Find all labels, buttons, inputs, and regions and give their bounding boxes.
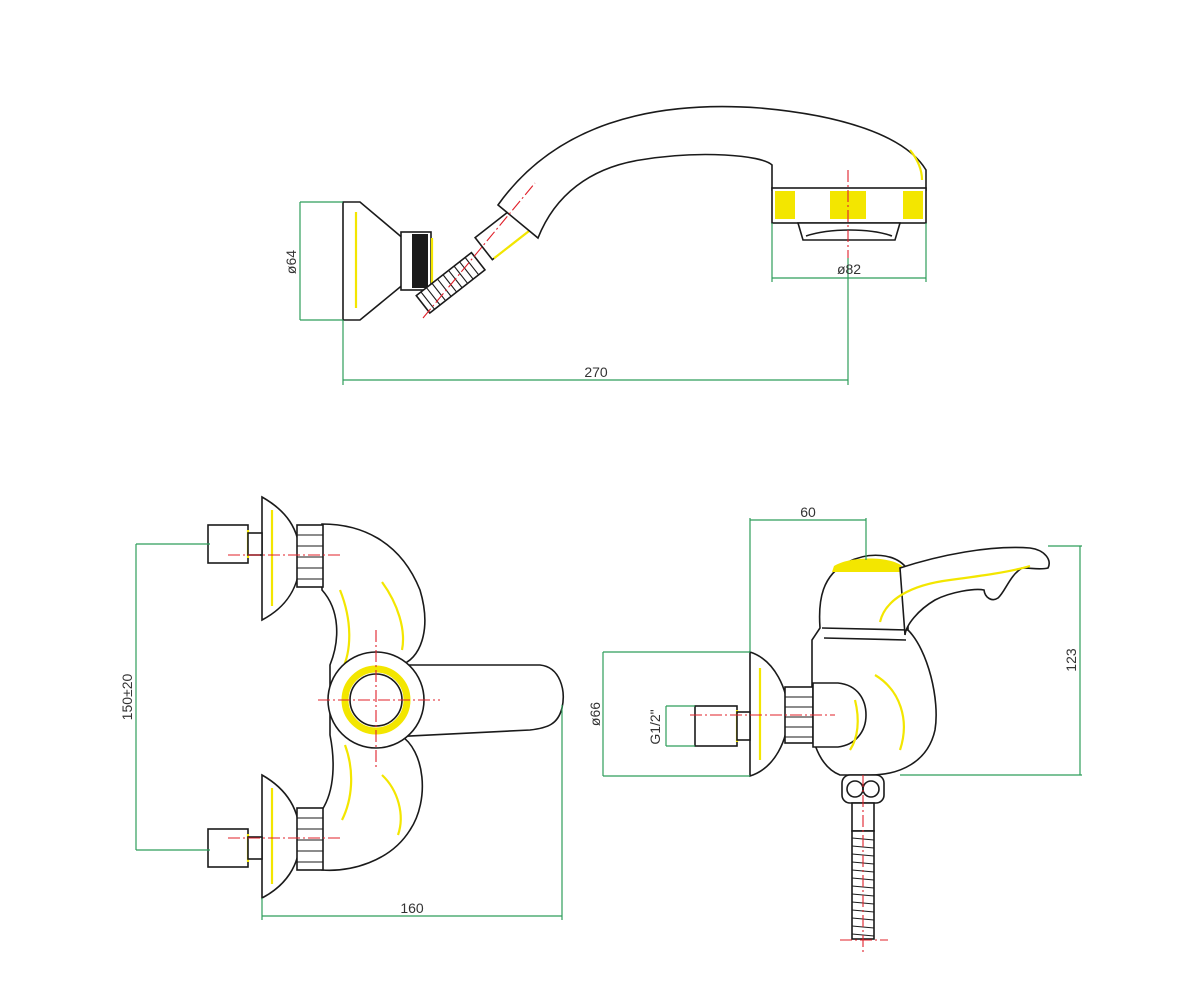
lower-nut xyxy=(296,807,324,871)
holder-centerline xyxy=(422,182,536,319)
label-inlet-spacing: 150±20 xyxy=(119,673,135,720)
dim-line-holder xyxy=(299,201,343,321)
mixer-side-view: 60 123 ø66 G1/2" xyxy=(587,504,1082,955)
label-mixer-height: 123 xyxy=(1063,648,1079,672)
hose-spring xyxy=(415,251,487,315)
label-lever-offset: 60 xyxy=(800,504,816,520)
side-inlet xyxy=(694,705,738,747)
shower-face xyxy=(796,222,902,241)
side-lever xyxy=(899,546,1050,636)
upper-escutcheon xyxy=(261,495,301,622)
label-head-diameter: ø82 xyxy=(837,261,861,277)
wall-holder xyxy=(342,201,406,321)
lower-escutcheon xyxy=(261,773,301,900)
dim-line-escutcheon xyxy=(602,651,750,777)
dim-line-head xyxy=(771,223,927,282)
dim-line-lever-offset xyxy=(749,518,867,652)
dim-line-inlet-spacing xyxy=(135,543,210,851)
label-length: 270 xyxy=(584,364,608,380)
side-nut xyxy=(784,686,814,744)
shower-handle xyxy=(496,105,927,240)
side-escutcheon xyxy=(749,650,789,778)
side-connector xyxy=(812,682,867,748)
upper-nut xyxy=(296,524,324,588)
upper-inlet xyxy=(207,524,249,564)
label-holder-diameter: ø64 xyxy=(283,250,299,274)
dim-line-length xyxy=(342,258,849,385)
dim-line-mixer-width xyxy=(261,705,563,920)
mixer-front-view: 150±20 160 xyxy=(119,495,564,920)
dim-line-mixer-height xyxy=(900,545,1082,776)
lower-inlet xyxy=(207,828,249,868)
dim-line-thread xyxy=(665,705,695,747)
label-thread-size: G1/2" xyxy=(647,709,663,744)
label-escutcheon-diameter: ø66 xyxy=(587,702,603,726)
hand-shower-view: ø64 ø82 270 xyxy=(283,105,927,385)
label-mixer-width: 160 xyxy=(400,900,424,916)
